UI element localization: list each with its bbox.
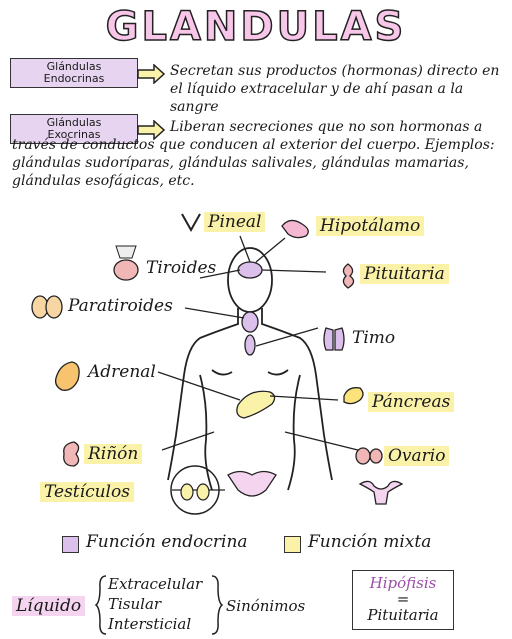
exocrine-tag-line1: Glándulas <box>46 116 102 129</box>
label-timo: Timo <box>352 328 396 348</box>
right-brace-icon <box>211 575 224 635</box>
label-adrenal: Adrenal <box>88 362 156 382</box>
label-liquido: Líquido <box>12 596 86 616</box>
hypothalamus-icon <box>281 219 309 239</box>
box-line-1: Hipófisis <box>369 574 437 592</box>
page-title: GLANDULAS <box>105 3 407 51</box>
hipofisis-box: Hipófisis = Pituitaria <box>352 570 454 630</box>
label-pancreas: Páncreas <box>368 392 455 412</box>
legend-label-endocrine: Función endocrina <box>86 532 248 552</box>
endocrine-glands-tag: Glándulas Endocrinas <box>10 58 138 88</box>
box-line-2: = <box>396 590 410 608</box>
endocrine-tag-line2: Endocrinas <box>43 72 105 85</box>
pancreas-icon <box>343 387 364 405</box>
liquido-item-3: Intersticial <box>108 615 192 633</box>
thymus-shape <box>244 334 256 356</box>
thyroid-shape <box>241 311 259 333</box>
label-pineal: Pineal <box>204 212 266 232</box>
label-pituitaria: Pituitaria <box>360 264 449 284</box>
brain-gland-shape <box>237 261 263 279</box>
label-hipotalamo: Hipotálamo <box>316 216 425 236</box>
uterus-icon <box>358 480 404 505</box>
label-sinonimos: Sinónimos <box>226 597 306 615</box>
testes-circle <box>170 465 220 515</box>
parathyroid-icon <box>31 295 63 319</box>
legend-swatch-endocrine <box>62 536 79 553</box>
thyroid-icon <box>113 245 139 281</box>
endocrine-description: Secretan sus productos (hormonas) direct… <box>170 63 500 115</box>
label-testiculos: Testículos <box>40 482 134 502</box>
legend-swatch-mixed <box>284 536 301 553</box>
exocrine-description: Liberan secreciones que no son hormonas … <box>12 119 495 189</box>
label-paratiroides: Paratiroides <box>68 296 173 316</box>
body-outline <box>167 247 333 491</box>
liquido-item-1: Extracelular <box>108 575 203 593</box>
label-rinon: Riñón <box>84 444 143 464</box>
liquido-item-2: Tisular <box>108 595 162 613</box>
body-diagram <box>157 235 379 515</box>
testis-right-shape <box>196 483 210 501</box>
arrow-icon <box>137 64 166 84</box>
pineal-icon <box>181 213 201 233</box>
legend-label-mixed: Función mixta <box>308 532 432 552</box>
kidney-icon <box>63 441 80 467</box>
label-ovario: Ovario <box>384 446 450 466</box>
endocrine-tag-line1: Glándulas <box>46 60 102 73</box>
uterus-shape <box>227 470 277 497</box>
arrow-icon <box>137 120 166 140</box>
thymus-icon <box>323 327 345 351</box>
testis-left-shape <box>180 483 194 501</box>
exocrine-tag-line2: Exocrinas <box>47 128 101 141</box>
left-brace-icon <box>94 575 107 635</box>
adrenal-icon <box>54 361 80 391</box>
ovary-icon <box>355 447 383 465</box>
label-tiroides: Tiroides <box>146 258 217 278</box>
pituitary-icon <box>342 263 355 289</box>
pancreas-body-shape <box>236 390 276 419</box>
box-line-3: Pituitaria <box>367 606 439 624</box>
